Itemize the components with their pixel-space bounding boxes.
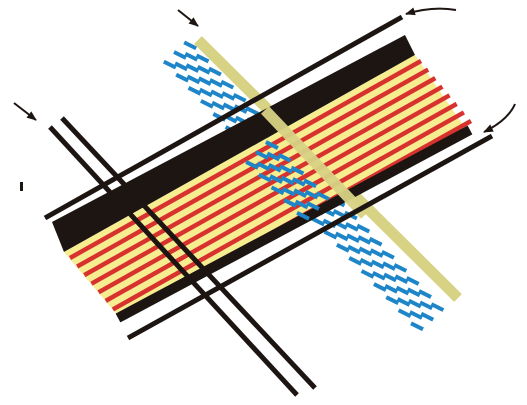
blue-dash <box>359 248 371 254</box>
blue-dash <box>410 312 422 318</box>
blue-dash <box>408 289 420 295</box>
curved-arrow-down-left-icon <box>484 104 515 132</box>
blue-dash <box>421 314 433 320</box>
blue-dash <box>419 291 431 297</box>
blue-dash <box>164 62 176 68</box>
blue-dash <box>349 258 361 264</box>
blue-dash <box>176 75 188 81</box>
blue-dash <box>374 284 386 290</box>
blue-dash <box>212 103 224 109</box>
blue-dash <box>347 235 359 241</box>
blue-dash <box>384 274 396 280</box>
blue-dash <box>200 90 212 96</box>
blue-dash <box>221 82 233 88</box>
blue-dash <box>411 323 423 329</box>
blue-dash <box>370 239 382 245</box>
blue-dash <box>386 297 398 303</box>
small-mark <box>20 182 23 191</box>
blue-dash <box>360 260 372 266</box>
blue-dash <box>337 245 349 251</box>
blue-dash <box>346 224 358 230</box>
blue-dash <box>373 273 385 279</box>
blue-dash <box>201 101 213 107</box>
blue-dash <box>209 69 221 75</box>
blue-dash <box>174 52 186 58</box>
blue-dash <box>431 304 443 310</box>
blue-dash <box>185 54 197 60</box>
blue-dash <box>372 261 384 267</box>
blue-dash <box>420 302 432 308</box>
blue-dash <box>211 91 223 97</box>
blue-dash <box>175 63 187 69</box>
blue-dash <box>312 219 324 225</box>
blue-dash <box>348 247 360 253</box>
blue-dash <box>222 93 234 99</box>
blue-dash <box>398 299 410 305</box>
blue-dash <box>358 237 370 243</box>
blue-dash <box>234 95 246 101</box>
blue-dash <box>210 80 222 86</box>
blue-dash <box>357 226 369 232</box>
arrow-down-right-icon <box>178 10 198 26</box>
blue-dash <box>396 288 408 294</box>
arrow-down-right-icon <box>14 103 36 120</box>
blue-dash <box>189 88 201 94</box>
blue-dash <box>324 232 336 238</box>
blue-dash <box>395 276 407 282</box>
blue-dash <box>246 108 258 114</box>
blue-dash <box>383 263 395 269</box>
blue-dash <box>184 42 196 48</box>
blue-dash <box>199 78 211 84</box>
blue-dash <box>362 271 374 277</box>
blue-dash <box>198 67 210 73</box>
blue-dash <box>385 286 397 292</box>
blue-dash <box>187 76 199 82</box>
blue-dash <box>336 233 348 239</box>
blue-dash <box>409 301 421 307</box>
blue-dash <box>394 265 406 271</box>
blue-dash <box>186 65 198 71</box>
blue-dash <box>399 310 411 316</box>
blue-dash <box>371 250 383 256</box>
curved-arrow-left-icon <box>406 9 456 14</box>
blue-dash <box>407 278 419 284</box>
blue-dash <box>382 252 394 258</box>
